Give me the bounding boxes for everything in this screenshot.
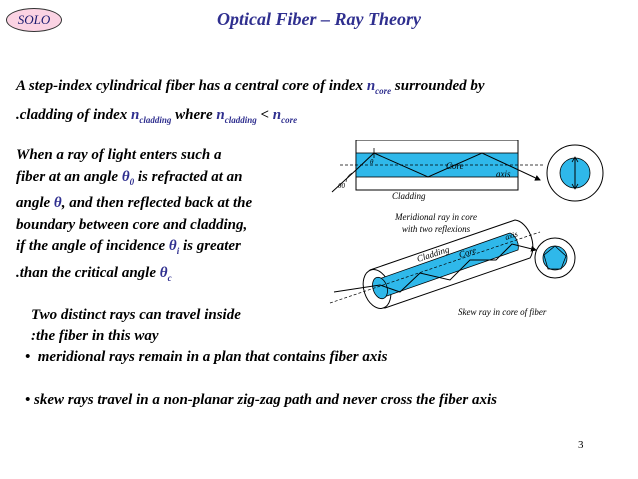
solo-badge: SOLO [6,8,62,32]
intro-line-1: A step-index cylindrical fiber has a cen… [16,78,485,96]
bullet-meridional: • meridional rays remain in a plan that … [25,349,388,365]
bullet-dot-icon: • [25,349,38,365]
svg-text:θ: θ [370,158,374,166]
svg-text:θ0: θ0 [338,182,345,190]
page-title: Optical Fiber – Ray Theory [217,9,421,29]
skew-cross-section [534,237,576,279]
svg-text:Cladding: Cladding [392,191,426,201]
svg-text:Meridional ray in core: Meridional ray in core [394,212,477,222]
svg-text:axis: axis [496,169,511,179]
refraction-paragraph: When a ray of light enters such a fiber … [16,147,253,283]
svg-text:Core: Core [446,161,464,171]
svg-text:Skew ray in core of fiber: Skew ray in core of fiber [458,307,547,317]
fiber-diagram: Core axis Cladding θ0 θ Meridional ray i… [329,140,604,317]
bullet-skew: • skew rays travel in a non-planar zig-z… [25,392,497,408]
meridional-fiber: Core axis Cladding θ0 θ Meridional ray i… [331,140,545,234]
two-rays-paragraph: Two distinct rays can travel inside :the… [31,307,241,344]
svg-text:axis: axis [504,229,519,242]
meridional-cross-section [546,144,604,202]
svg-text:with two reflexions: with two reflexions [402,224,471,234]
skew-fiber: Cladding Core axis Skew ray in core of f… [329,219,547,317]
badge-label: SOLO [17,12,51,27]
bullet-dot-icon: • [25,392,35,408]
intro-line-2: .cladding of index ncladding where nclad… [16,107,298,125]
intro-paragraph: A step-index cylindrical fiber has a cen… [16,74,485,132]
page-number: 3 [578,439,584,451]
